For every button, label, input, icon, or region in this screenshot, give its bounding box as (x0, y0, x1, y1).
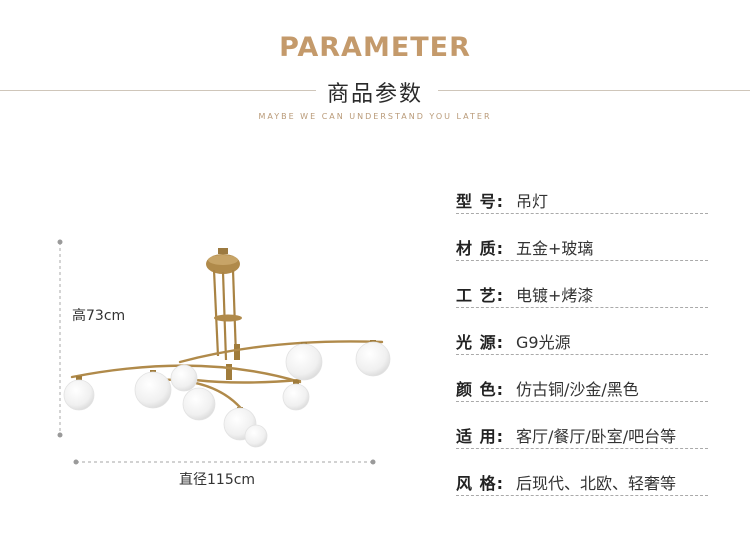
param-label: 光 源: (456, 332, 504, 352)
diameter-endpoint-left (73, 459, 79, 465)
param-value: 吊灯 (516, 191, 549, 211)
globe-9 (244, 424, 268, 448)
globe-3 (170, 364, 198, 392)
param-value: G9光源 (516, 332, 571, 352)
height-endpoint-bottom (57, 432, 63, 438)
param-label: 材 质: (456, 238, 504, 258)
height-endpoint-top (57, 239, 63, 245)
globe-2 (134, 371, 172, 409)
param-label: 型 号: (456, 191, 504, 211)
upper-joint (234, 344, 240, 360)
param-row-material: 材 质: 五金+玻璃 (456, 233, 708, 261)
param-row-craft: 工 艺: 电镀+烤漆 (456, 280, 708, 308)
tagline: MAYBE WE CAN UNDERSTAND YOU LATER (258, 112, 492, 121)
page-title: PARAMETER (279, 32, 471, 63)
glass-globes (63, 341, 391, 448)
param-value: 客厅/餐厅/卧室/吧台等 (516, 426, 677, 446)
globe-4 (285, 343, 323, 381)
ceiling-canopy (206, 248, 240, 274)
param-row-model: 型 号: 吊灯 (456, 186, 708, 214)
param-value: 后现代、北欧、轻奢等 (516, 473, 677, 493)
subtitle-divider-right (438, 90, 750, 91)
middle-plate (214, 314, 242, 322)
globe-5 (355, 341, 391, 377)
parameter-list: 型 号: 吊灯 材 质: 五金+玻璃 工 艺: 电镀+烤漆 光 源: G9光源 … (456, 186, 708, 515)
param-row-application: 适 用: 客厅/餐厅/卧室/吧台等 (456, 421, 708, 449)
param-value: 仿古铜/沙金/黑色 (516, 379, 639, 399)
param-value: 电镀+烤漆 (516, 285, 594, 305)
page-subtitle: 商品参数 (326, 82, 423, 107)
subtitle-divider-left (0, 90, 316, 91)
globe-1 (63, 379, 95, 411)
height-label: 高73cm (72, 308, 126, 324)
param-label: 风 格: (456, 473, 504, 493)
param-label: 工 艺: (456, 285, 504, 305)
param-value: 五金+玻璃 (516, 238, 594, 258)
param-row-style: 风 格: 后现代、北欧、轻奢等 (456, 468, 708, 496)
diameter-endpoint-right (370, 459, 376, 465)
lower-joint (226, 364, 232, 380)
param-row-light-source: 光 源: G9光源 (456, 327, 708, 355)
globe-6 (282, 383, 310, 411)
param-label: 颜 色: (456, 379, 504, 399)
param-row-color: 颜 色: 仿古铜/沙金/黑色 (456, 374, 708, 402)
diameter-label: 直径115cm (179, 472, 256, 488)
globe-7 (182, 387, 216, 421)
param-label: 适 用: (456, 426, 504, 446)
